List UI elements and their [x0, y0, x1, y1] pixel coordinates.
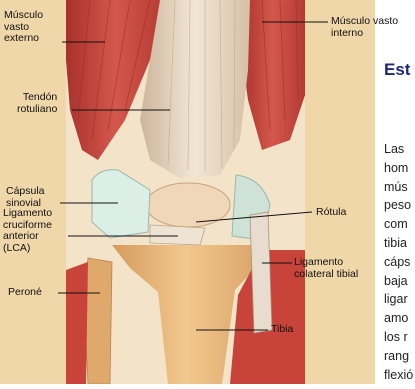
label-vasto-externo: Músculo vasto externo [4, 10, 43, 45]
label-line: anterior [3, 231, 52, 243]
article-line: tibia [384, 234, 415, 253]
label-line: Músculo [4, 10, 43, 22]
article-heading: Est [384, 60, 410, 80]
label-line: Cápsula [6, 186, 45, 198]
label-line: (LCA) [3, 243, 52, 255]
label-line: Ligamento [3, 208, 52, 220]
article-line: flexió [384, 366, 415, 385]
article-line: ligar [384, 290, 415, 309]
article-line: baja [384, 272, 415, 291]
right-skin-margin [305, 0, 375, 384]
label-tibia: Tibia [271, 324, 293, 336]
label-ligamento-colateral: Ligamento colateral tibial [294, 257, 358, 280]
label-rotula: Rótula [316, 207, 346, 219]
article-line: rang [384, 347, 415, 366]
fibula-bone [84, 258, 112, 384]
article-body: Las hom mús peso com tibia cáps baja lig… [384, 140, 415, 384]
collateral-ligament [250, 212, 272, 333]
article-line: peso [384, 196, 415, 215]
article-line: cáps [384, 253, 415, 272]
label-vasto-interno: Músculo vasto interno [331, 16, 398, 39]
label-line: rotuliano [17, 104, 57, 116]
label-line: colateral tibial [294, 269, 358, 281]
quadriceps-tendon [140, 0, 250, 178]
label-tendon-rotuliano: Tendón rotuliano [17, 92, 57, 115]
article-line: Las [384, 140, 415, 159]
label-line: interno [331, 28, 398, 40]
article-line: los r [384, 328, 415, 347]
article-line: amo [384, 309, 415, 328]
label-line: Músculo vasto [331, 16, 398, 28]
label-lca: Ligamento cruciforme anterior (LCA) [3, 208, 52, 254]
article-line: hom [384, 159, 415, 178]
label-perone: Peroné [8, 287, 42, 299]
article-line: mús [384, 178, 415, 197]
label-line: externo [4, 33, 43, 45]
acl-ligament [150, 225, 205, 245]
label-line: Tendón [17, 92, 57, 104]
label-line: Ligamento [294, 257, 358, 269]
label-capsula-sinovial: Cápsula sinovial [6, 186, 45, 209]
article-line: com [384, 215, 415, 234]
lower-left-muscle [66, 262, 88, 384]
